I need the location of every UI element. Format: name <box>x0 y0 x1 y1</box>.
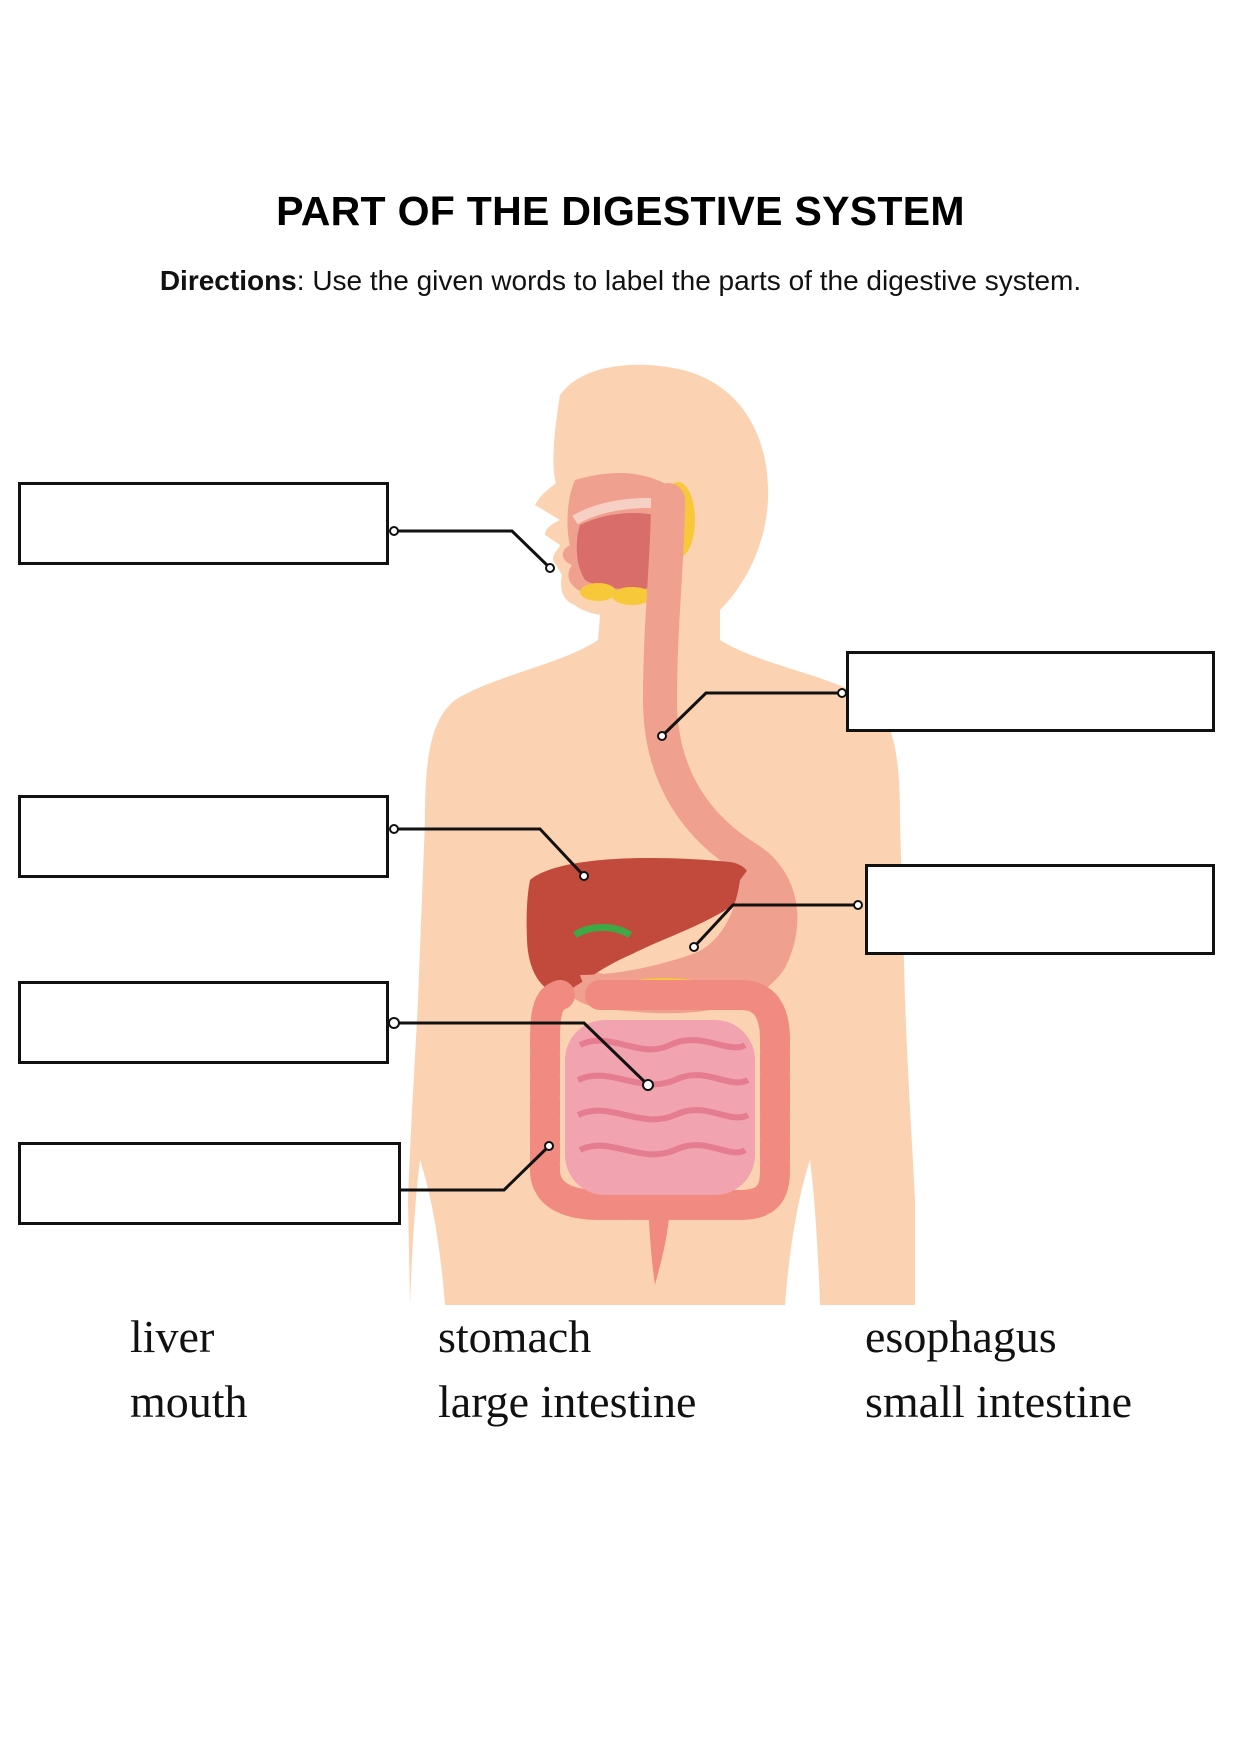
leader-line-esophagus <box>660 691 842 738</box>
word-esophagus: esophagus <box>865 1311 1057 1362</box>
stomach-shape <box>580 860 791 1006</box>
leader-line-large-intestine <box>370 1144 551 1192</box>
mouth-cavity <box>562 473 669 600</box>
directions-text: : Use the given words to label the parts… <box>296 265 1082 296</box>
word-stomach: stomach <box>438 1311 592 1362</box>
word-small-intestine: small intestine <box>865 1376 1133 1427</box>
label-box-stomach[interactable] <box>865 864 1215 955</box>
word-mouth: mouth <box>130 1376 248 1427</box>
leader-line-liver <box>394 827 586 878</box>
leader-line-small-intestine <box>394 1021 650 1087</box>
leader-dots <box>365 526 863 1195</box>
page-title: PART OF THE DIGESTIVE SYSTEM <box>276 188 965 234</box>
label-box-large-intestine[interactable] <box>18 1142 401 1225</box>
directions-label: Directions <box>159 265 297 296</box>
small-intestine-shape <box>565 1020 755 1195</box>
word-liver: liver <box>130 1311 215 1362</box>
leader-line-stomach <box>692 903 858 949</box>
label-box-liver[interactable] <box>18 795 389 878</box>
label-box-mouth[interactable] <box>18 482 389 565</box>
liver-shape <box>526 857 750 995</box>
leader-line-mouth <box>394 529 552 570</box>
leader-lines <box>370 529 858 1192</box>
label-box-esophagus[interactable] <box>846 651 1215 732</box>
word-large-intestine: large intestine <box>438 1376 697 1427</box>
directions: Directions: Use the given words to label… <box>0 265 1241 297</box>
label-box-small-intestine[interactable] <box>18 981 389 1064</box>
